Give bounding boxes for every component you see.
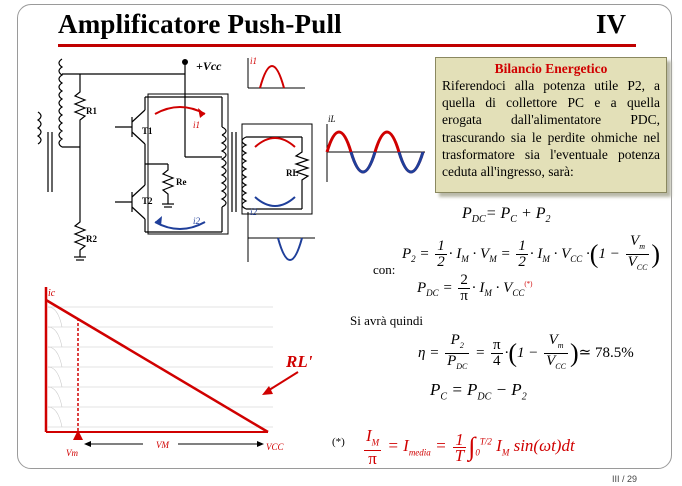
si-avra-text: Si avrà quindi bbox=[350, 313, 423, 328]
load-line-graph: ic RL' Vm VM VCC bbox=[44, 287, 313, 458]
footnote-mark: (*) bbox=[332, 436, 345, 448]
rl-prime-label: RL' bbox=[285, 352, 313, 371]
slide-frame bbox=[17, 4, 672, 469]
eq-pdc: PDC= PC + P2 bbox=[462, 205, 551, 226]
con-label: con: bbox=[373, 262, 396, 277]
i1-label: i1 bbox=[193, 120, 200, 130]
vm-arrow-label: VM bbox=[156, 440, 169, 450]
vm-label: Vm bbox=[66, 448, 78, 458]
vcc-axis-label: VCC bbox=[266, 442, 285, 452]
i2-label: i2 bbox=[193, 216, 201, 226]
r2-label: R2 bbox=[86, 234, 97, 244]
t1-label: T1 bbox=[142, 126, 153, 136]
i2-wave-label: i2 bbox=[250, 207, 258, 217]
section-number: IV bbox=[596, 9, 627, 39]
box-body: Riferendoci alla potenza utile P2, a que… bbox=[442, 78, 660, 180]
il-label: iL bbox=[328, 114, 336, 124]
title-divider bbox=[58, 44, 636, 47]
box-heading: Bilancio Energetico bbox=[494, 61, 608, 76]
i1-wave-label: i1 bbox=[250, 56, 257, 66]
ic-axis-label: ic bbox=[48, 288, 56, 299]
re-label: Re bbox=[176, 177, 187, 187]
push-pull-circuit: +Vcc R1 R2 Re T1 T2 RL i1 i1 i2 i2 iL bbox=[36, 56, 425, 262]
vcc-label: +Vcc bbox=[196, 59, 222, 73]
t2-label: T2 bbox=[142, 196, 153, 206]
eq-pc: PC = PDC − P2 bbox=[430, 380, 527, 403]
rl-label: RL bbox=[286, 168, 299, 178]
slide-title: Amplificatore Push-Pull bbox=[58, 9, 342, 39]
energy-balance-box: Bilancio Energetico Riferendoci alla pot… bbox=[435, 57, 667, 193]
r1-label: R1 bbox=[86, 106, 97, 116]
page-number: III / 29 bbox=[612, 474, 638, 484]
